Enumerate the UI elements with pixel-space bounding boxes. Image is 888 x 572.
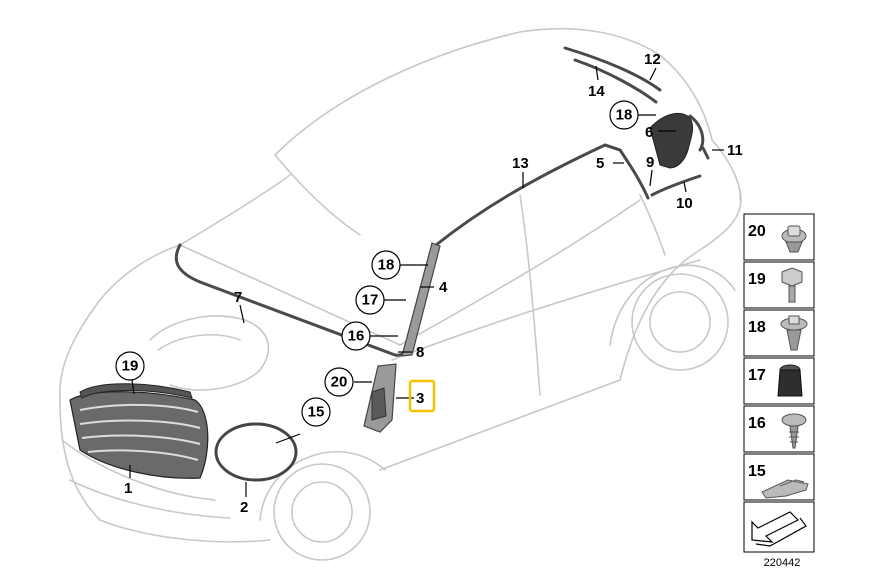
svg-text:17: 17 (362, 292, 379, 309)
callout-15[interactable]: 15 (301, 397, 331, 427)
grille-upper-part[interactable] (79, 383, 193, 399)
svg-text:15: 15 (748, 463, 766, 480)
svg-text:19: 19 (122, 358, 139, 375)
diagram-reference-number: 220442 (764, 557, 801, 569)
legend-item-20[interactable]: 20 (743, 213, 815, 261)
rear-window-seal[interactable] (649, 112, 694, 169)
leader-lines (129, 65, 724, 497)
callout-7[interactable]: 7 (234, 289, 242, 306)
legend-item-18[interactable]: 18 (743, 309, 815, 357)
svg-text:18: 18 (748, 319, 766, 336)
callout-9[interactable]: 9 (646, 154, 654, 171)
callout-5[interactable]: 5 (596, 155, 604, 172)
direction-arrow-icon (751, 511, 800, 543)
callout-13[interactable]: 13 (512, 155, 529, 172)
callout-14[interactable]: 14 (588, 83, 605, 100)
roof-moulding[interactable] (434, 143, 622, 247)
legend-item-15[interactable]: 15 (743, 453, 815, 501)
svg-text:16: 16 (748, 415, 766, 432)
clip-nut-icon (777, 364, 803, 397)
headlight-ring[interactable] (214, 422, 298, 482)
svg-text:18: 18 (616, 107, 633, 124)
callout-18-rear[interactable]: 18 (609, 100, 639, 130)
fastener-legend: 20 19 18 (743, 213, 815, 569)
bracket-clip-icon (761, 479, 809, 499)
rear-pillar-trim[interactable] (603, 143, 650, 200)
car-body-outline (59, 27, 742, 561)
callout-16[interactable]: 16 (341, 321, 371, 351)
legend-item-16[interactable]: 16 (743, 405, 815, 453)
expanding-rivet-icon (780, 315, 808, 351)
screw-icon (781, 413, 807, 449)
callout-labels: 1 2 3 4 5 6 7 8 9 10 11 12 13 14 (124, 51, 743, 516)
circled-callouts: 15 16 17 18 18 19 20 (115, 100, 639, 427)
front-grille[interactable] (69, 391, 209, 479)
legend-item-17[interactable]: 17 (743, 357, 815, 405)
legend-item-19[interactable]: 19 (743, 261, 815, 309)
callout-1[interactable]: 1 (124, 480, 132, 497)
a-pillar-trim[interactable] (401, 242, 441, 357)
svg-text:15: 15 (308, 404, 325, 421)
callout-17[interactable]: 17 (355, 285, 385, 315)
parts-layer (69, 46, 710, 482)
svg-text:16: 16 (348, 328, 365, 345)
push-rivet-icon (781, 225, 807, 253)
callout-2[interactable]: 2 (240, 499, 248, 516)
callout-12[interactable]: 12 (644, 51, 661, 68)
highlight-box (408, 379, 436, 413)
svg-text:20: 20 (331, 374, 348, 391)
svg-text:19: 19 (748, 271, 766, 288)
callout-6[interactable]: 6 (645, 124, 653, 141)
callout-10[interactable]: 10 (676, 195, 693, 212)
direction-arrow-box[interactable] (743, 501, 815, 553)
callout-11[interactable]: 11 (727, 142, 743, 159)
callout-20[interactable]: 20 (324, 367, 354, 397)
callout-19[interactable]: 19 (115, 351, 145, 381)
callout-8[interactable]: 8 (416, 344, 424, 361)
callout-3[interactable]: 3 (416, 390, 424, 407)
svg-text:17: 17 (748, 367, 766, 384)
svg-text:18: 18 (378, 257, 395, 274)
callout-18-a-pillar[interactable]: 18 (371, 250, 401, 280)
callout-4[interactable]: 4 (439, 279, 448, 296)
svg-text:20: 20 (748, 223, 766, 240)
hex-bolt-icon (781, 267, 803, 303)
